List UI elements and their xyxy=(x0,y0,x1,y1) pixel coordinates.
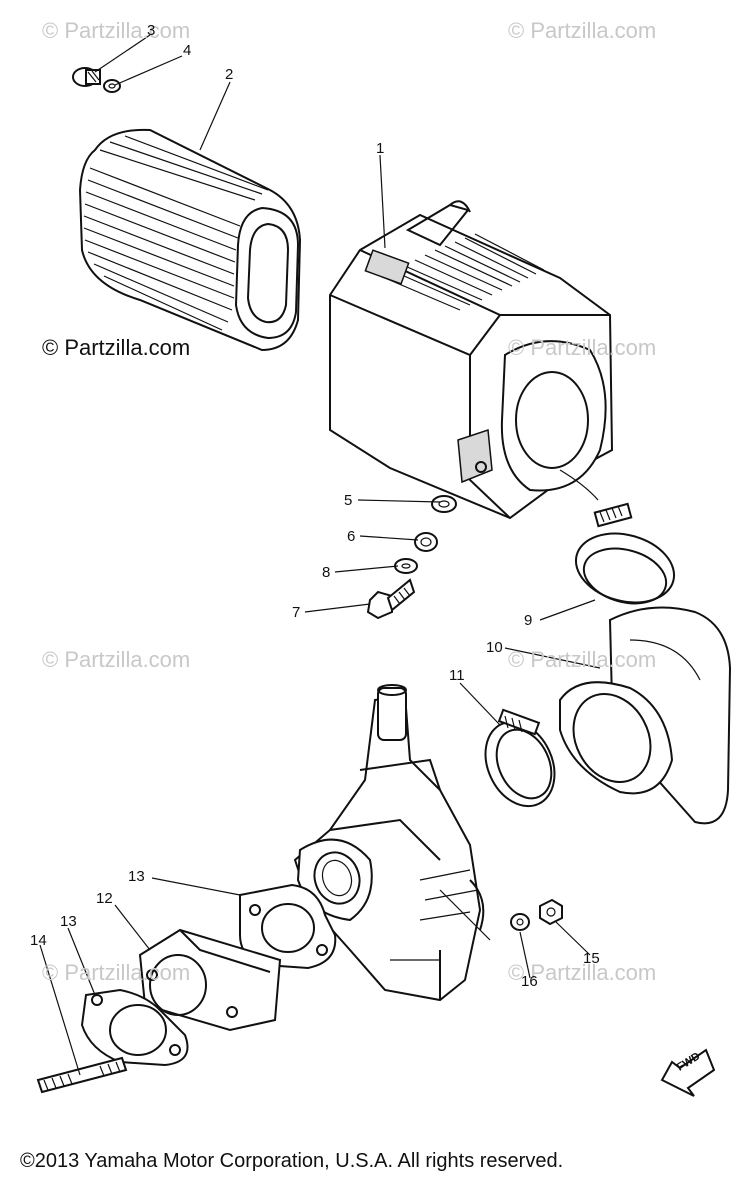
fwd-arrow-icon xyxy=(660,1048,716,1097)
watermark: © Partzilla.com xyxy=(42,647,191,672)
watermark: © Partzilla.com xyxy=(42,960,191,985)
insulator-part-12 xyxy=(138,928,282,1032)
copyright-footer: ©2013 Yamaha Motor Corporation, U.S.A. A… xyxy=(20,1150,564,1172)
washer-part-4 xyxy=(103,79,121,93)
watermark: © Partzilla.com xyxy=(508,335,657,360)
nut-part-15 xyxy=(539,898,563,926)
callout-13-lower: 13 xyxy=(60,913,77,930)
watermark: © Partzilla.com xyxy=(508,647,657,672)
bolt-part-3 xyxy=(72,67,101,87)
callout-12: 12 xyxy=(96,890,113,907)
air-box-part-1 xyxy=(329,200,614,520)
callout-14: 14 xyxy=(30,932,47,949)
intake-joint-part-10 xyxy=(559,606,732,825)
callout-2: 2 xyxy=(225,66,234,83)
washer-part-16 xyxy=(510,913,530,931)
callout-7: 7 xyxy=(292,604,301,621)
leader-lines xyxy=(39,34,601,1076)
watermark: © Partzilla.com xyxy=(42,18,191,43)
callout-1: 1 xyxy=(376,140,385,157)
watermark: © Partzilla.com xyxy=(42,335,191,360)
washer-part-8 xyxy=(394,558,418,574)
hose-clamp-part-9 xyxy=(574,502,676,605)
stud-part-14 xyxy=(36,1056,128,1094)
grommet-part-5 xyxy=(431,495,457,513)
callout-3: 3 xyxy=(147,22,156,39)
bolt-part-7 xyxy=(366,578,416,620)
callout-11: 11 xyxy=(449,667,465,684)
callout-16: 16 xyxy=(521,973,538,990)
watermark: © Partzilla.com xyxy=(508,18,657,43)
watermark: © Partzilla.com xyxy=(508,960,657,985)
callout-9: 9 xyxy=(524,612,533,629)
collar-part-6 xyxy=(414,532,438,552)
callout-8: 8 xyxy=(322,564,331,581)
callout-4: 4 xyxy=(183,42,192,59)
hose-clamp-part-11 xyxy=(484,708,556,808)
callout-5: 5 xyxy=(344,492,353,509)
air-filter-element-part-2 xyxy=(78,128,302,352)
callout-15: 15 xyxy=(583,950,600,967)
gasket-part-13-lower xyxy=(80,988,189,1067)
callout-6: 6 xyxy=(347,528,356,545)
callout-10: 10 xyxy=(486,639,503,656)
callout-13-upper: 13 xyxy=(128,868,145,885)
